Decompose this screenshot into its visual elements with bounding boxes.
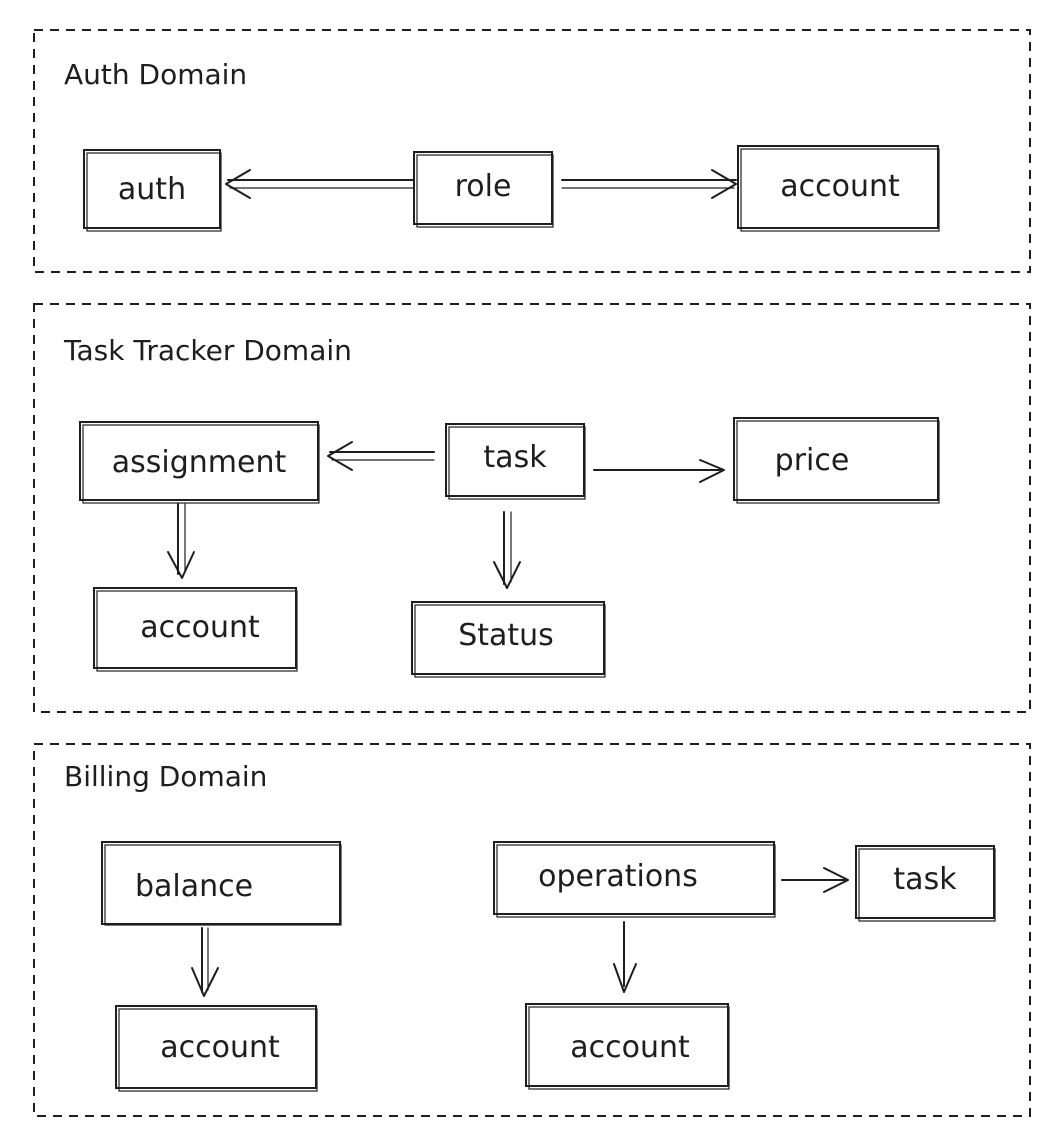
node-label: account	[570, 1030, 690, 1065]
domain-frame	[33, 29, 1031, 273]
edge-operations-to-account	[613, 921, 637, 993]
node-label: task	[483, 440, 547, 475]
node-account: account	[525, 1003, 730, 1090]
node-task: task	[855, 845, 996, 922]
node-label: role	[455, 169, 512, 204]
node-account: account	[737, 145, 940, 232]
edge-task-to-status	[493, 511, 521, 589]
node-account: account	[93, 587, 298, 672]
auth-domain: Auth Domain auth role account	[33, 29, 1031, 273]
node-label: price	[775, 443, 850, 478]
domain-frame	[33, 743, 1031, 1117]
edge-assignment-to-account	[167, 503, 195, 579]
node-label: Status	[458, 618, 554, 653]
node-auth: auth	[83, 149, 222, 232]
edge-role-to-account	[561, 169, 737, 199]
node-label: account	[140, 610, 260, 645]
task-tracker-domain: Task Tracker Domain assignment	[33, 303, 1031, 713]
node-status: Status	[411, 601, 606, 678]
node-label: operations	[538, 859, 698, 894]
node-label: auth	[118, 172, 186, 207]
billing-domain: Billing Domain balance operations	[33, 743, 1031, 1117]
node-role: role	[413, 151, 554, 228]
node-assignment: assignment	[79, 421, 320, 504]
node-label: balance	[135, 869, 253, 904]
domain-title: Task Tracker Domain	[63, 334, 352, 367]
node-label: assignment	[112, 445, 287, 480]
domain-title: Auth Domain	[64, 58, 247, 91]
node-account: account	[115, 1005, 318, 1092]
node-balance: balance	[101, 841, 342, 926]
node-price: price	[733, 417, 940, 504]
domain-title: Billing Domain	[64, 760, 267, 793]
edge-task-to-price	[593, 459, 725, 483]
edge-balance-to-account	[191, 927, 219, 997]
node-label: task	[893, 862, 957, 897]
edge-task-to-assignment	[327, 441, 435, 471]
node-label: account	[160, 1030, 280, 1065]
node-operations: operations	[493, 841, 776, 918]
node-label: account	[780, 169, 900, 204]
node-task: task	[445, 423, 586, 500]
edge-operations-to-task	[781, 867, 849, 893]
edge-role-to-auth	[225, 169, 415, 199]
domain-frame	[33, 303, 1031, 713]
